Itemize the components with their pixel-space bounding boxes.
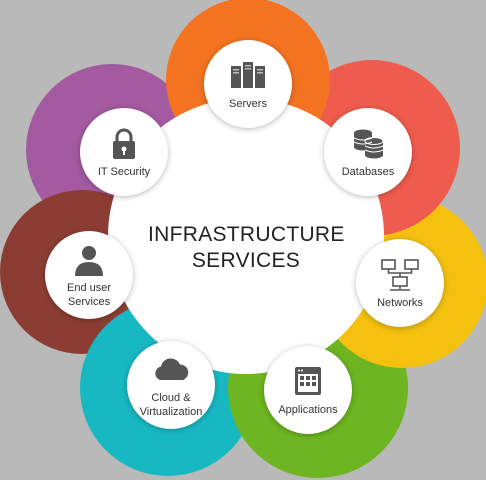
node-networks[interactable]: Networks — [356, 239, 444, 327]
node-it-security-label: IT Security — [97, 165, 151, 178]
node-databases[interactable]: Databases — [324, 108, 412, 196]
node-networks-label: Networks — [377, 296, 423, 309]
database-icon — [353, 129, 384, 158]
node-servers-label: Servers — [229, 97, 267, 110]
center-title: INFRASTRUCTURE SERVICES — [148, 223, 345, 272]
node-cloud-label: Cloud & Virtualization — [139, 391, 203, 418]
padlock-icon — [113, 128, 135, 159]
node-databases-label: Databases — [341, 165, 395, 178]
application-window-icon — [295, 366, 321, 395]
node-applications-label: Applications — [278, 403, 338, 416]
node-servers[interactable]: Servers — [204, 40, 292, 128]
network-icon — [381, 258, 419, 291]
node-cloud-virtualization[interactable]: Cloud & Virtualization — [127, 341, 215, 429]
cloud-icon — [155, 357, 189, 380]
node-it-security[interactable]: IT Security — [80, 108, 168, 196]
node-end-user-services[interactable]: End user Services — [45, 231, 133, 319]
user-icon — [75, 245, 103, 276]
server-icon — [231, 61, 265, 88]
node-applications[interactable]: Applications — [264, 346, 352, 434]
node-end-user-label: End user Services — [66, 281, 112, 308]
center-hub — [108, 98, 384, 374]
